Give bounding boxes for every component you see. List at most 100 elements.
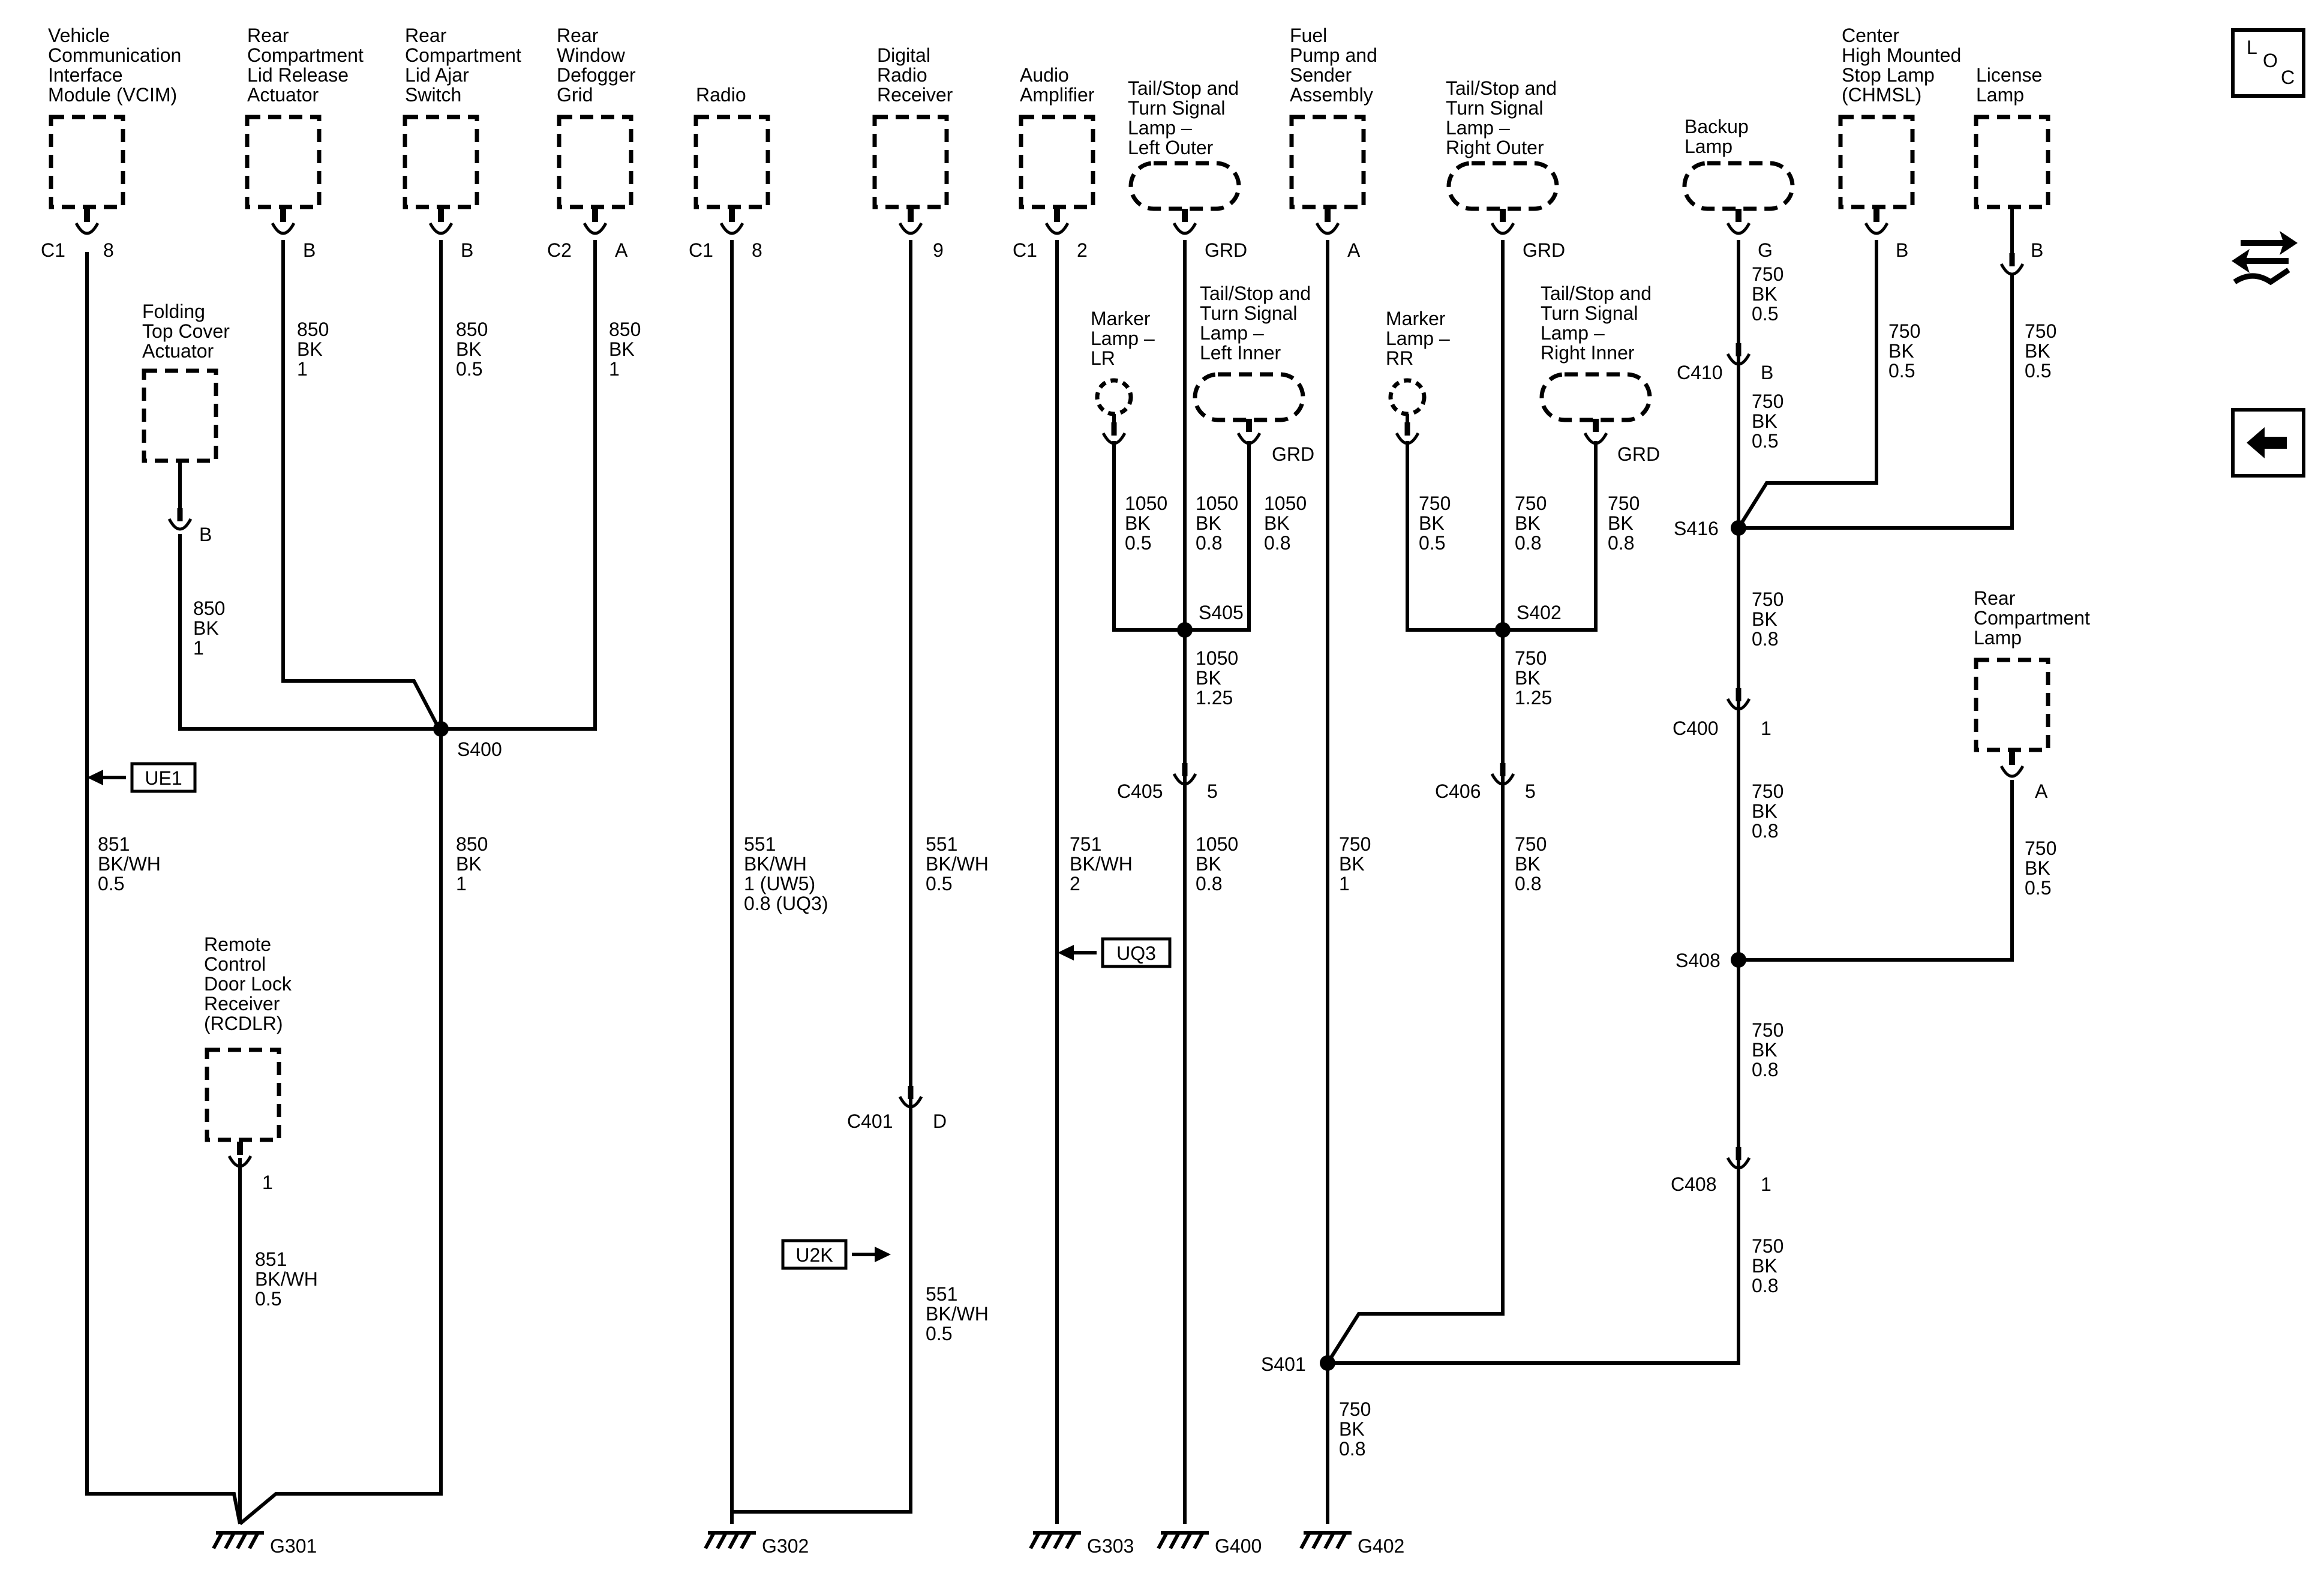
amp-pin: 2 [1077,239,1088,261]
license-lamp-label-line: Lamp [1976,84,2024,106]
g301-hatch [212,1532,224,1550]
radio-pin: 8 [752,239,762,261]
backup-lamp [1682,161,1795,211]
marker-lr-label-line: Lamp – [1091,328,1155,349]
rear-lid-actuator-box [245,115,322,209]
tail-left-outer-pin-cup [1172,222,1197,235]
rcdlr-label-line: Door Lock [204,973,292,995]
tail-right-outer-label-line: Right Outer [1446,137,1544,158]
digital-radio-receiver-label-line: Receiver [877,84,953,106]
amp-connector-id: C1 [1013,239,1037,261]
wire-label-w-s416-line: 750 [1752,589,1783,610]
g400-hatch [1193,1532,1205,1550]
wire-lid-ajar [239,240,443,1526]
wire-label-w-c410-line: BK [1752,410,1777,432]
wire-label-w-chmsl-line: 750 [1888,320,1920,342]
wire-backup [1328,240,1740,1365]
wire-label-w-mrr-line: BK [1419,512,1445,534]
vcim-label-line: Interface [48,64,123,86]
tlo-pin: GRD [1205,239,1247,261]
chmsl-pin: B [1896,239,1908,261]
wire-label-w-license-line: 0.5 [2025,360,2051,382]
wire-label-w-tro-line: BK [1515,512,1541,534]
g302-hatch [716,1532,728,1550]
tro-pin: GRD [1523,239,1565,261]
rear-lid-ajar-switch-label-line: Compartment [405,44,521,66]
wire-tro [1326,240,1505,1364]
rear-lid-actuator-label-line: Actuator [247,84,319,106]
rear-lid-ajar-switch-box [403,115,479,209]
wire-label-w-s416-line: BK [1752,608,1777,630]
g400-hatch [1181,1532,1193,1550]
audio-amplifier-label-line: Amplifier [1020,84,1095,106]
s408-label: S408 [1676,950,1721,971]
wire-label-w-s408-line: 0.8 [1752,1059,1778,1080]
c405-id: C405 [1117,781,1163,802]
fuel-pump-sender-label-line: Assembly [1290,84,1373,106]
audio-amplifier-box [1019,115,1095,209]
wire-label-w-fuel-line: 750 [1339,833,1371,855]
wire-label-w-radio-line: BK/WH [744,853,807,875]
digital-radio-receiver-box [872,115,949,209]
radio-box [693,115,770,209]
rear-comp-lamp-label-line: Rear [1974,587,2016,609]
s405-dot [1177,622,1193,638]
wire-label-w-s401-line: 750 [1339,1398,1371,1420]
wire-label-w-backup-line: 750 [1752,263,1783,285]
wire-label-w-tro-line: 750 [1515,493,1547,514]
tail-right-inner-label-line: Lamp – [1541,322,1605,344]
rear-lid-ajar-switch-label-line: Rear [405,25,447,46]
tail-left-outer-lamp [1128,161,1241,211]
wire-label-w-lid_act-line: 850 [297,319,329,340]
g400-hatch [1157,1532,1169,1550]
tail-right-inner-pin-cup [1583,432,1608,445]
rear-window-defogger-label-line: Grid [557,84,593,106]
wire-label-w-vcim-line: 851 [98,833,130,855]
fuel-pin: A [1347,239,1361,261]
uq3-option-arrowhead [1058,945,1074,960]
wire-label-w-mlr-line: BK [1125,512,1151,534]
wire-label-w-lid_ajar-line: BK [456,338,482,360]
vcim-label-line: Module (VCIM) [48,84,177,106]
wire-label-w-radio-line: 1 (UW5) [744,873,815,894]
fuel-pump-sender-label-line: Fuel [1290,25,1327,46]
chmsl-box [1838,115,1915,209]
folding-top-label-line: Folding [142,301,205,322]
license-pin: B [2031,239,2043,261]
wire-label-w-defog-line: 850 [609,319,641,340]
chmsl-pin-cup [1864,222,1889,235]
folding-top-pin-label: B [199,524,212,545]
back-arrow-button[interactable] [2231,408,2305,478]
c406-id: C406 [1435,781,1481,802]
tail-right-outer-lamp [1446,161,1559,211]
lid-actuator-pin: B [303,239,316,261]
wire-label-w-s402-line: 750 [1515,647,1547,669]
back-arrow-icon [2247,427,2287,458]
rear-window-defogger-box [557,115,633,209]
g402-label: G402 [1358,1535,1404,1557]
marker-lr-pin-cup [1101,432,1127,445]
rear-comp-lamp-pin-cup [1999,765,2025,778]
c400-id: C400 [1673,718,1719,739]
tail-left-outer-label-line: Tail/Stop and [1128,77,1239,99]
s405-label: S405 [1199,602,1244,623]
wire-label-w-lid_ajar-line: 0.5 [456,358,482,380]
c408-id: C408 [1671,1173,1717,1195]
wire-label-w-s405-line: BK [1196,667,1221,689]
marker-lr-lamp [1095,378,1133,416]
vcim-pin: 8 [103,239,114,261]
wire-label-w-c405-line: 1050 [1196,833,1238,855]
loc-button[interactable]: L O C [2231,28,2305,98]
ue1-option-arrowhead [87,770,103,785]
wire-label-w-drr2-line: 0.5 [926,1323,952,1344]
connector-end-view-icon[interactable] [2232,231,2298,286]
folding-top-label-line: Actuator [142,340,214,362]
wire-label-w-radio-line: 551 [744,833,776,855]
toolbar: L O C [2231,28,2305,478]
license-lamp-pin-cup [1999,263,2025,276]
tail-left-inner-label-line: Turn Signal [1200,302,1297,324]
tail-right-inner-label-line: Right Inner [1541,342,1635,364]
g301-label: G301 [270,1535,317,1557]
g402-hatch [1335,1532,1347,1550]
wire-label-w-tro-line: 0.8 [1515,532,1541,554]
